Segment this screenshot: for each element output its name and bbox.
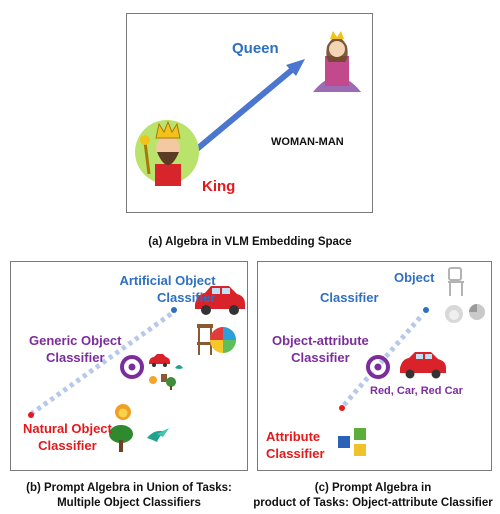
- attribute-line2: Classifier: [266, 446, 325, 461]
- bird-icon: [147, 428, 169, 442]
- caption-c-line1: (c) Prompt Algebra in: [314, 482, 432, 494]
- caption-c-line2: product of Tasks: Object-attribute Class…: [253, 497, 493, 509]
- chair-icon: [448, 267, 464, 296]
- arrow-head: [286, 59, 305, 76]
- panel-b: Artificial Object Classifier Generic Obj…: [10, 261, 248, 471]
- color-squares-icon: [338, 428, 366, 456]
- caption-a: (a) Algebra in VLM Embedding Space: [148, 236, 352, 248]
- ball-icon: [469, 304, 485, 320]
- generic-target-icon: [120, 355, 144, 379]
- panel-b-graphics: [28, 286, 245, 452]
- generic-classifier-label: Generic Object Classifier: [29, 332, 121, 366]
- generic-line1: Generic Object: [29, 333, 122, 348]
- artificial-dot: [171, 307, 177, 313]
- queen-icon: [313, 31, 361, 92]
- caption-b: (b) Prompt Algebra in Union of Tasks: Mu…: [6, 481, 252, 511]
- lion-icon: [445, 305, 463, 323]
- panel-c-graphics: [338, 267, 485, 456]
- caption-b-line2: Multiple Object Classifiers: [57, 497, 201, 509]
- tree-icon: [109, 425, 133, 452]
- caption-b-line1: (b) Prompt Algebra in Union of Tasks:: [26, 482, 232, 494]
- objattr-line2: Classifier: [291, 350, 350, 365]
- car-icon: [195, 286, 245, 315]
- natural-line1: Natural Object: [23, 421, 112, 436]
- lion-icon: [115, 404, 131, 420]
- generic-line2: Classifier: [45, 350, 105, 365]
- natural-dot: [28, 412, 34, 418]
- woman-man-arrow: [195, 66, 295, 152]
- natural-line2: Classifier: [38, 438, 97, 453]
- red-car-combo-label: Red, Car, Red Car: [370, 385, 463, 397]
- mixed-objects-icon: [149, 354, 183, 390]
- objattr-line1: Object-attribute: [272, 333, 369, 348]
- panel-c: Object Classifier Object-attribute Class…: [257, 261, 492, 471]
- king-icon: [135, 120, 199, 186]
- objattr-classifier-label: Object-attribute Classifier: [272, 332, 369, 366]
- queen-label: Queen: [232, 40, 279, 57]
- car-icon: [400, 352, 446, 379]
- artificial-classifier-label: Artificial Object Classifier: [119, 272, 216, 306]
- attribute-line1: Attribute: [266, 429, 321, 444]
- object-label-line2: Classifier: [320, 290, 379, 305]
- woman-man-label: WOMAN-MAN: [271, 136, 344, 148]
- panel-a-graphics: [135, 31, 361, 186]
- attribute-dot: [339, 405, 345, 411]
- object-label-line1: Object: [394, 270, 435, 285]
- object-dot: [423, 307, 429, 313]
- natural-classifier-label: Natural Object Classifier: [23, 420, 112, 454]
- panel-a: Queen King WOMAN-MAN: [126, 13, 373, 213]
- caption-c: (c) Prompt Algebra in product of Tasks: …: [246, 481, 500, 511]
- artificial-line1: Artificial Object: [119, 273, 216, 288]
- objattr-target-icon: [366, 355, 390, 379]
- attribute-classifier-label: Attribute Classifier: [266, 428, 325, 462]
- king-label: King: [202, 178, 236, 195]
- artificial-line2: Classifier: [157, 290, 216, 305]
- ball-icon: [210, 327, 236, 353]
